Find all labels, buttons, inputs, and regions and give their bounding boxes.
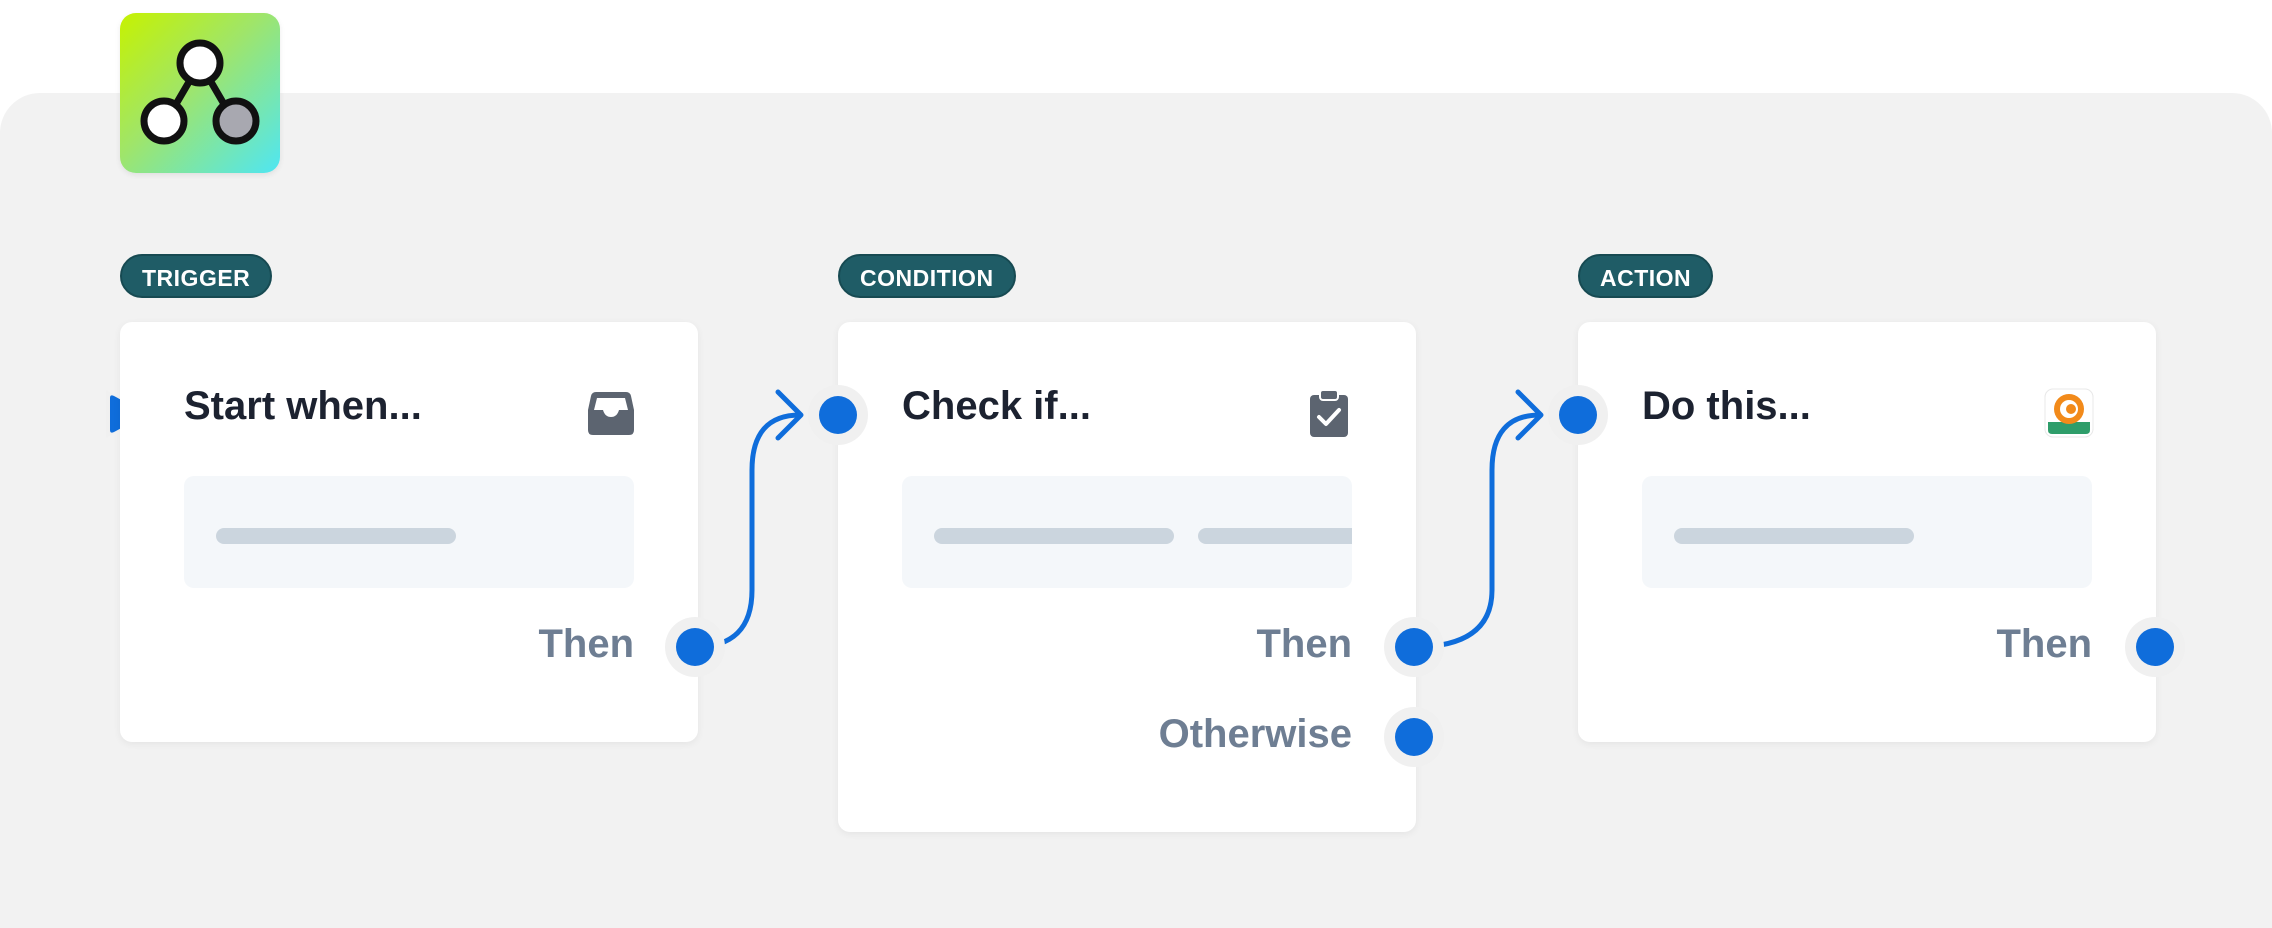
condition-then-label: Then — [1256, 622, 1352, 666]
condition-badge: CONDITION — [838, 254, 1016, 298]
arrowhead-condition — [775, 389, 804, 441]
trigger-then-label: Then — [538, 622, 634, 666]
connector-trigger-to-condition — [692, 412, 803, 650]
action-card[interactable]: Do this... Then — [1578, 322, 2156, 742]
placeholder-bar — [1674, 528, 1914, 544]
placeholder-bar — [216, 528, 456, 544]
arrowhead-action — [1515, 389, 1544, 441]
workflow-nodes-icon — [140, 39, 260, 145]
trigger-title: Start when... — [184, 384, 422, 428]
trigger-card[interactable]: Start when... Then — [120, 322, 698, 742]
action-input-port[interactable] — [1548, 385, 1608, 445]
trigger-config-box[interactable] — [184, 476, 634, 588]
condition-title: Check if... — [902, 384, 1091, 428]
clipboard-check-icon — [1304, 388, 1354, 438]
action-config-box[interactable] — [1642, 476, 2092, 588]
condition-otherwise-port[interactable] — [1384, 707, 1444, 767]
connector-condition-to-action — [1411, 412, 1543, 650]
trigger-badge: TRIGGER — [120, 254, 273, 298]
condition-then-port[interactable] — [1384, 617, 1444, 677]
action-title: Do this... — [1642, 384, 1811, 428]
inbox-tray-icon — [586, 388, 636, 438]
condition-card[interactable]: Check if... Then Otherwise — [838, 322, 1416, 832]
condition-config-box[interactable] — [902, 476, 1352, 588]
condition-input-port[interactable] — [808, 385, 868, 445]
action-then-label: Then — [1996, 622, 2092, 666]
trigger-then-port[interactable] — [665, 617, 725, 677]
placeholder-bar — [934, 528, 1174, 544]
action-then-port[interactable] — [2125, 617, 2185, 677]
placeholder-bar — [1198, 528, 1352, 544]
condition-otherwise-label: Otherwise — [1158, 712, 1352, 756]
app-logo-orange-icon — [2044, 388, 2094, 438]
action-badge: ACTION — [1578, 254, 1714, 298]
workflow-app-logo — [120, 13, 280, 173]
